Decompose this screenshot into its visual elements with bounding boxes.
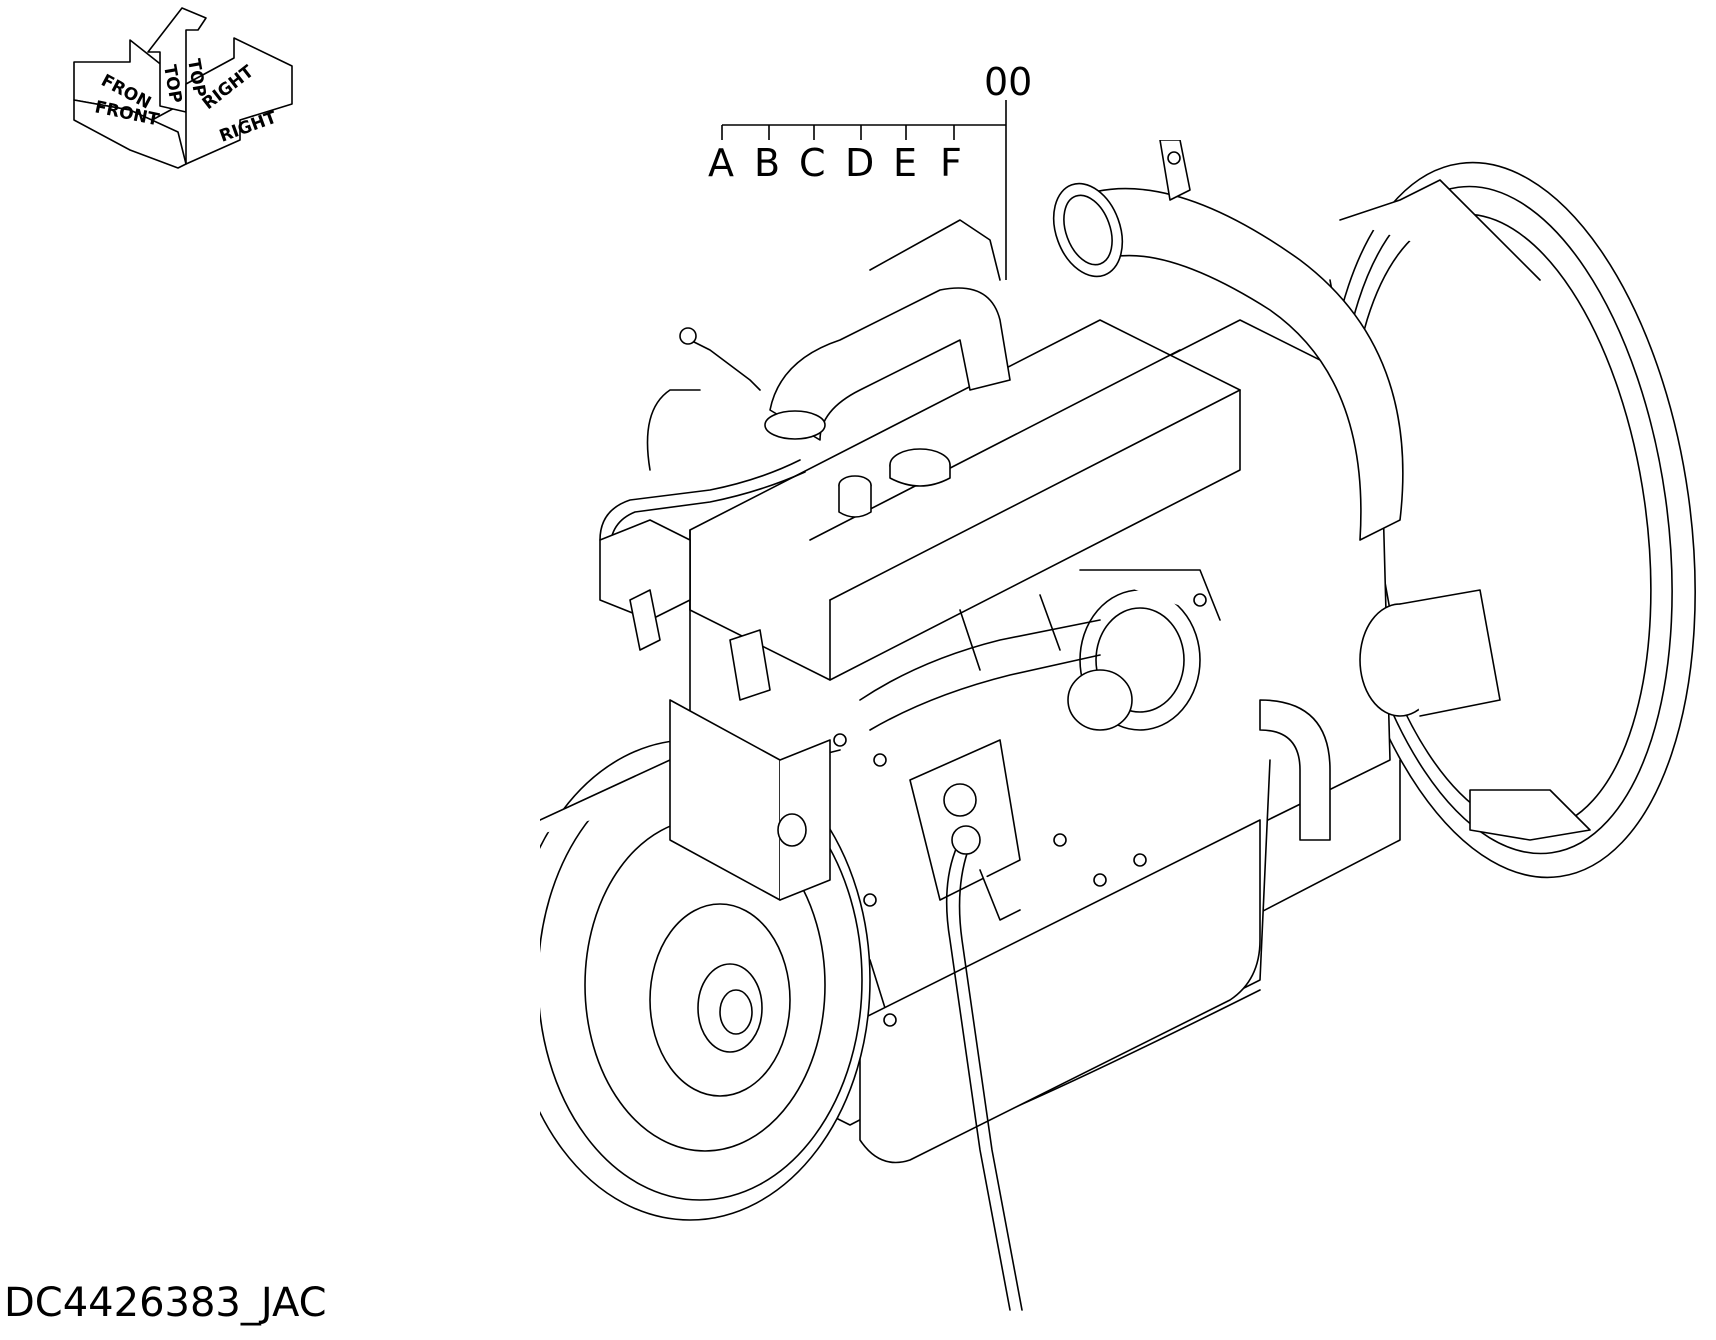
lifting-bracket — [599, 519, 771, 701]
callout-ref-c: C — [799, 141, 826, 185]
dipstick-tube — [679, 327, 761, 391]
intake-pipe — [1052, 182, 1404, 541]
alternator-bracket — [1159, 140, 1191, 201]
callout-ref-f: F — [940, 141, 962, 185]
exhaust-manifold — [859, 594, 1101, 731]
engine-assembly-drawing — [540, 140, 1696, 1311]
callout-ref-b: B — [754, 141, 780, 185]
oil-filler-cap — [889, 448, 951, 487]
callout-ref-a: A — [708, 141, 734, 185]
callout-tree: 00 A B C D E F — [708, 60, 1032, 280]
air-intake-elbow — [764, 219, 1011, 441]
injection-pump — [909, 739, 1021, 921]
starter-motor — [1359, 589, 1501, 717]
coolant-pipes — [599, 389, 806, 551]
base-panel-shape — [73, 99, 187, 169]
drawing-id: DC4426383_JAC — [4, 1280, 327, 1326]
callout-main-ref: 00 — [984, 60, 1032, 104]
callout-ref-e: E — [893, 141, 917, 185]
coolant-outlet-pipe — [1259, 699, 1331, 841]
turbocharger — [1067, 569, 1221, 731]
right-arrow-shape — [185, 37, 293, 165]
callout-ref-d: D — [845, 141, 874, 185]
orientation-indicator: FRON FRONT TOP TOP RIGHT RIGHT — [73, 7, 293, 169]
oil-level-gauge — [945, 825, 1023, 1311]
engine-mount-bracket — [669, 699, 831, 901]
breather-cap — [838, 475, 872, 518]
bolt-details — [833, 593, 1207, 1027]
oil-pan — [859, 819, 1261, 1164]
